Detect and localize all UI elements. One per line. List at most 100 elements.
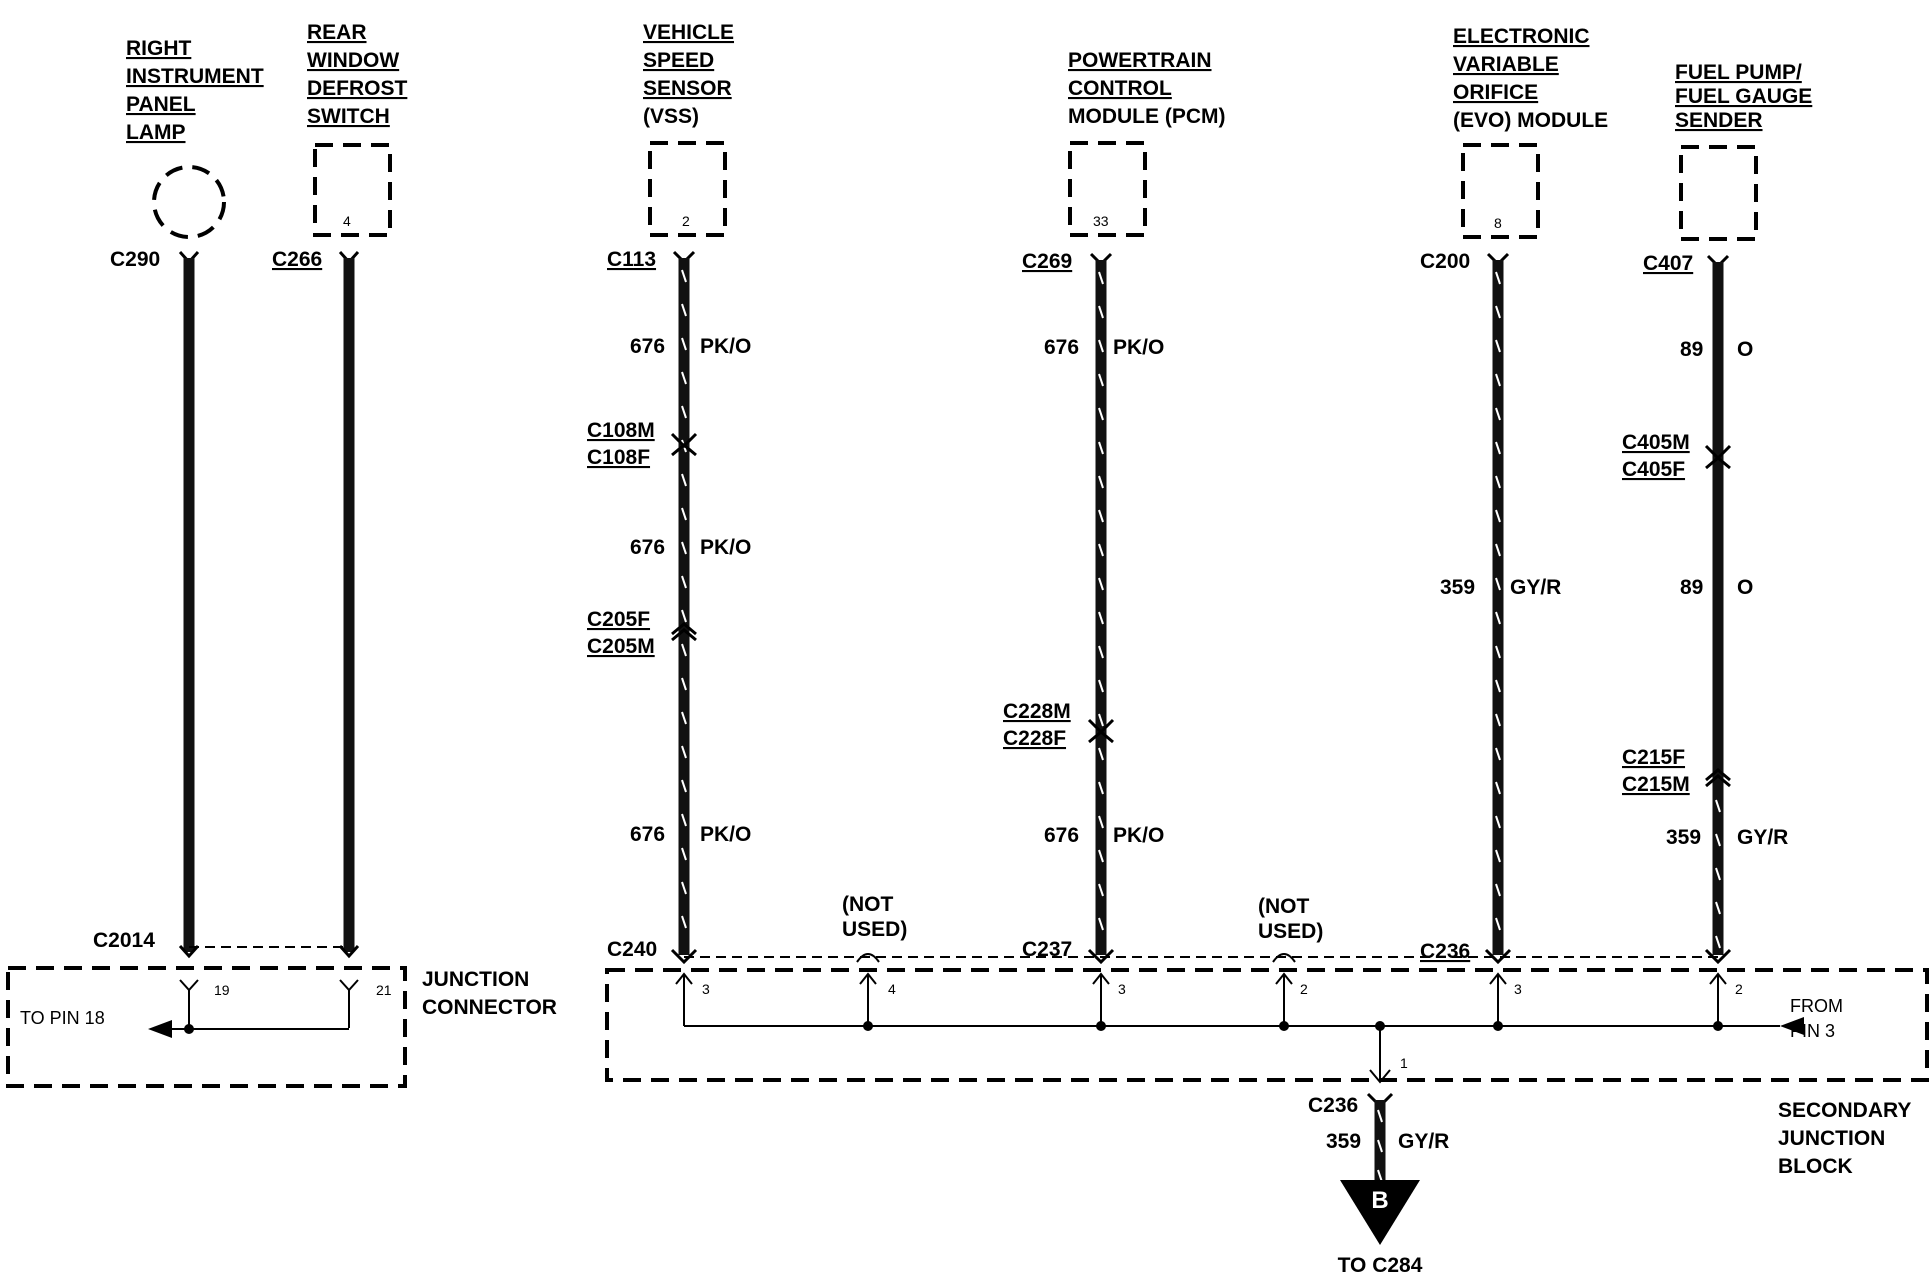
component-label-line: SPEED [643, 49, 714, 72]
pin-terminal [1489, 972, 1507, 1026]
lamp-symbol [152, 165, 226, 239]
circuit-number: 359 [1326, 1130, 1361, 1153]
block-label-line: CONNECTOR [422, 996, 557, 1019]
pin-terminal [339, 979, 359, 1028]
not-used-label: USED) [842, 918, 907, 941]
circuit-number: 676 [1044, 336, 1079, 359]
inline-connector-label: C228F [1003, 727, 1066, 750]
pin-terminal [675, 972, 693, 1026]
component-label-line: FUEL PUMP/ [1675, 61, 1802, 84]
pin-number: 3 [1514, 981, 1522, 997]
splice-dot [1713, 1021, 1723, 1031]
pin-number: 2 [1735, 981, 1743, 997]
connector-mark [1704, 948, 1732, 965]
inline-connector-label: C215M [1622, 773, 1690, 796]
pin-number: 4 [888, 981, 896, 997]
sensor-box [648, 141, 727, 237]
pin-number: 1 [1400, 1055, 1408, 1071]
splice-dot [1279, 1021, 1289, 1031]
circuit-number: 676 [630, 536, 665, 559]
inline-connector-label: C205M [587, 635, 655, 658]
right-instrument-panel-lamp: RIGHT INSTRUMENT PANEL LAMP C290 [110, 37, 264, 952]
inline-connector-mark [670, 432, 698, 457]
inline-connector-label: C108F [587, 446, 650, 469]
junction-connector-box [6, 966, 407, 1088]
not-used-label: USED) [1258, 920, 1323, 943]
component-label-line: SENSOR [643, 77, 732, 100]
circuit-number: 676 [630, 823, 665, 846]
connector-label: C266 [272, 248, 322, 271]
component-label-line: SWITCH [307, 105, 390, 128]
block-label-line: BLOCK [1778, 1155, 1853, 1178]
component-label-line: DEFROST [307, 77, 408, 100]
connector-label: C200 [1420, 250, 1470, 273]
connector-mark [178, 944, 200, 959]
inline-connector-label: C405M [1622, 431, 1690, 454]
circuit-number: 359 [1440, 576, 1475, 599]
inline-connector-label: C215F [1622, 746, 1685, 769]
pin-number: 2 [1300, 981, 1308, 997]
module-box [1068, 141, 1147, 237]
wire-color: PK/O [700, 823, 751, 846]
to-pin-label: TO PIN 18 [20, 1008, 105, 1028]
connector-label: C237 [1022, 938, 1072, 961]
circuit-number: 89 [1680, 338, 1703, 361]
circuit-number: 89 [1680, 576, 1703, 599]
pin-terminal [859, 972, 877, 1026]
component-label-line: RIGHT [126, 37, 192, 60]
pin-number: 3 [702, 981, 710, 997]
wire-color: PK/O [1113, 336, 1164, 359]
wire-color: PK/O [700, 536, 751, 559]
powertrain-control-module: POWERTRAIN CONTROL MODULE (PCM) 33 C269 … [1003, 49, 1225, 965]
arrow-left-icon [1780, 1017, 1804, 1035]
pin-number: 4 [343, 213, 351, 229]
component-label-line: ORIFICE [1453, 81, 1538, 104]
connector-label: C407 [1643, 252, 1693, 275]
inline-connector-mark [1087, 718, 1115, 744]
pin-terminal [1275, 972, 1293, 1026]
wire-color: GY/R [1737, 826, 1788, 849]
sender-box [1679, 145, 1758, 241]
module-box [1461, 143, 1540, 239]
circuit-number: 676 [630, 335, 665, 358]
connector-label: C269 [1022, 250, 1072, 273]
inline-connector-label: C405F [1622, 458, 1685, 481]
inline-connector-label: C205F [587, 608, 650, 631]
component-label-line: VEHICLE [643, 21, 734, 44]
pin-terminal [179, 979, 199, 1028]
rear-window-defrost-switch: REAR WINDOW DEFROST SWITCH 4 C266 [272, 21, 408, 952]
secondary-junction-block: (NOT USED) (NOT USED) 3 4 3 2 3 2 FROM P… [605, 893, 1929, 1178]
output-destination: TO C284 [1338, 1254, 1423, 1277]
connector-mark [1484, 948, 1512, 965]
splice-dot [863, 1021, 873, 1031]
connector-label: C2014 [93, 929, 155, 952]
component-label-line: POWERTRAIN [1068, 49, 1212, 72]
from-pin-label: PIN 3 [1790, 1021, 1835, 1041]
wire-color: PK/O [700, 335, 751, 358]
vehicle-speed-sensor: VEHICLE SPEED SENSOR (VSS) 2 C113 676 PK… [587, 21, 751, 965]
block-label-line: JUNCTION [422, 968, 529, 991]
pin-terminal [1709, 972, 1727, 1026]
inline-connector-mark [671, 622, 697, 642]
pin-number: 8 [1494, 215, 1502, 231]
component-label-line: WINDOW [307, 49, 399, 72]
fuel-pump-sender: FUEL PUMP/ FUEL GAUGE SENDER C407 89 O C… [1622, 61, 1812, 965]
arrow-left-icon [148, 1020, 172, 1038]
inline-connector-mark [1704, 444, 1732, 470]
component-label-line: (EVO) MODULE [1453, 109, 1608, 132]
component-label-line: PANEL [126, 93, 196, 116]
connector-mark [670, 948, 698, 965]
pin-number: 33 [1093, 213, 1109, 229]
wire-color: O [1737, 338, 1753, 361]
pin-number: 3 [1118, 981, 1126, 997]
output-wire: C236 359 GY/R B TO C284 [1308, 1092, 1449, 1277]
component-label-line: CONTROL [1068, 77, 1172, 100]
connector-mark [338, 944, 360, 959]
wire-stripe [1495, 271, 1501, 931]
inline-connector-label: C228M [1003, 700, 1071, 723]
pin-number: 21 [376, 982, 392, 998]
wire-stripe [681, 269, 687, 929]
component-label-line: INSTRUMENT [126, 65, 264, 88]
